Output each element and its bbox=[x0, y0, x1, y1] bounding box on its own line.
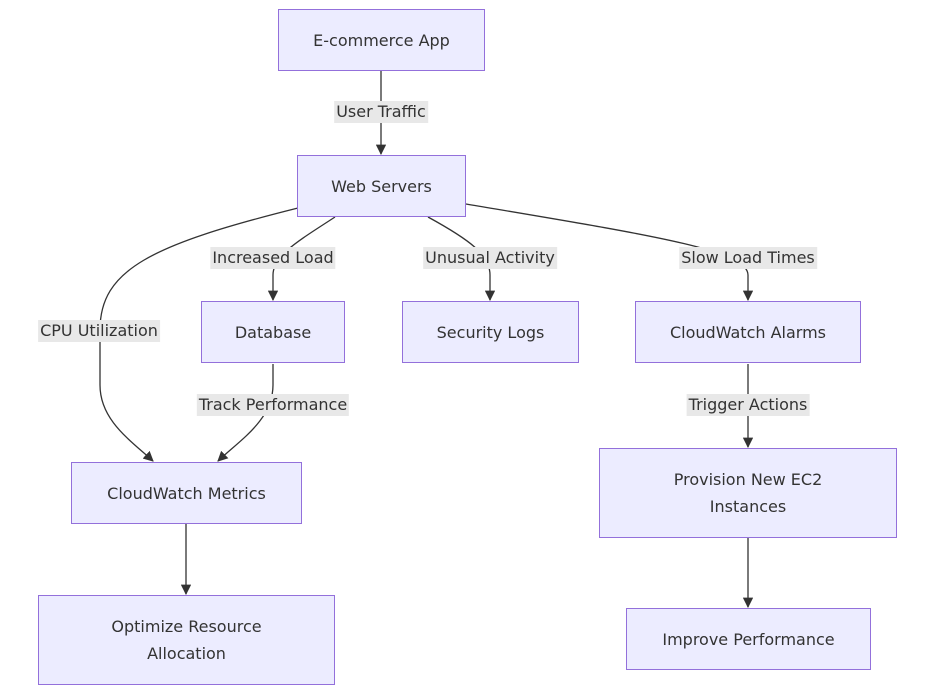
node-ecommerce-app: E-commerce App bbox=[278, 9, 485, 71]
node-optimize-resource: Optimize Resource Allocation bbox=[38, 595, 335, 685]
node-security-logs: Security Logs bbox=[402, 301, 579, 363]
edge-label-track-performance: Track Performance bbox=[196, 394, 350, 416]
edge-label-cpu-utilization: CPU Utilization bbox=[38, 320, 160, 342]
node-web-servers: Web Servers bbox=[297, 155, 466, 217]
node-database: Database bbox=[201, 301, 345, 363]
edge-track-performance bbox=[217, 364, 274, 462]
node-provision-ec2: Provision New EC2 Instances bbox=[599, 448, 897, 538]
edge-label-trigger-actions: Trigger Actions bbox=[686, 394, 810, 416]
node-improve-performance: Improve Performance bbox=[626, 608, 871, 670]
edge-label-slow-load-times: Slow Load Times bbox=[679, 247, 817, 269]
edge-cpu-utilization bbox=[99, 207, 299, 462]
edge-label-increased-load: Increased Load bbox=[210, 247, 336, 269]
edge-label-user-traffic: User Traffic bbox=[334, 101, 428, 123]
node-cloudwatch-alarms: CloudWatch Alarms bbox=[635, 301, 861, 363]
edge-label-unusual-activity: Unusual Activity bbox=[423, 247, 557, 269]
node-cloudwatch-metrics: CloudWatch Metrics bbox=[71, 462, 302, 524]
